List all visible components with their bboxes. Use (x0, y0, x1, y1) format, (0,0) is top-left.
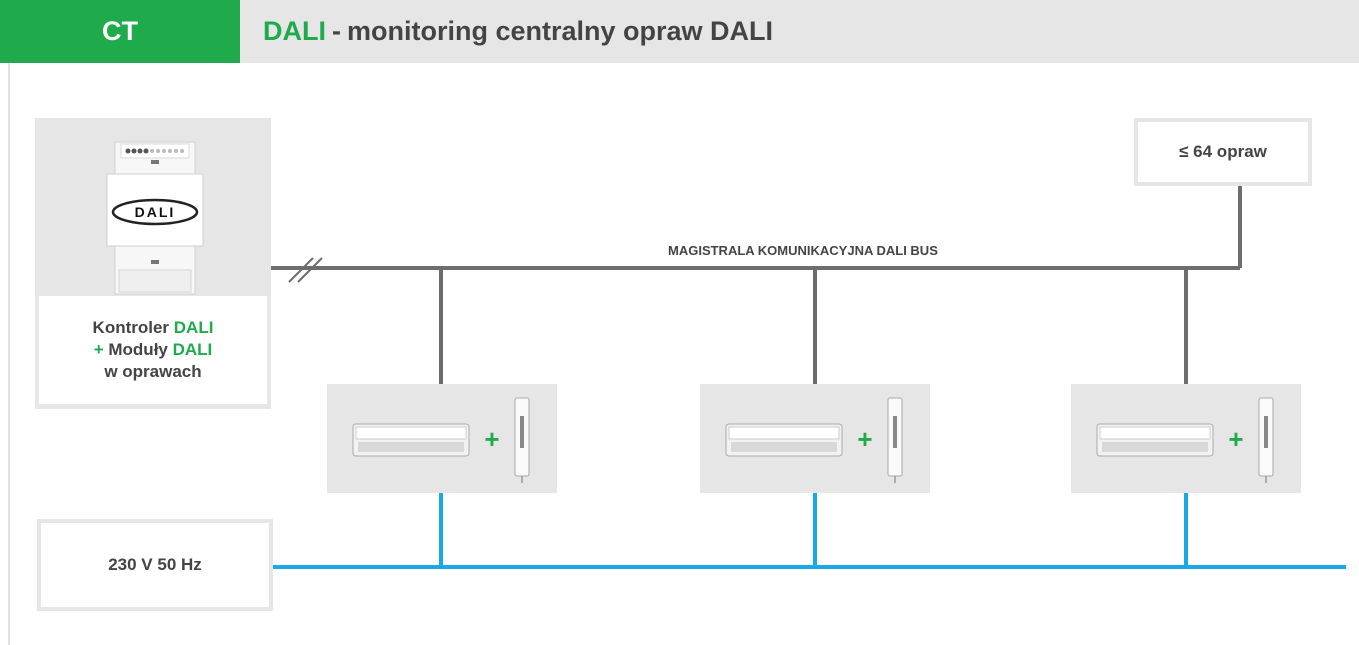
modules-label-accent: DALI (172, 340, 213, 359)
luminaire-panel: + (1071, 384, 1301, 493)
emergency-luminaire-icon (725, 423, 843, 457)
controller-label: Kontroler DALI + Moduły DALI w oprawach (39, 296, 267, 404)
modules-label-prefix: Moduły (108, 340, 168, 359)
luminaire-panel: + (327, 384, 557, 493)
luminaire-panel: + (700, 384, 930, 493)
title-separator: - (332, 16, 341, 46)
dali-module-icon (1258, 397, 1274, 483)
luminaire-count-box: ≤ 64 opraw (1134, 118, 1312, 186)
controller-label-prefix: Kontroler (92, 318, 170, 337)
controller-label-line1: Kontroler DALI (93, 317, 214, 339)
din-rail-controller-icon: DALI (106, 141, 204, 295)
title-text: monitoring centralny opraw DALI (347, 16, 774, 46)
bus-slash-2 (297, 257, 323, 283)
device-logo-text: DALI (135, 204, 176, 220)
plus-sign: + (93, 340, 104, 359)
dali-module-icon (514, 397, 530, 483)
controller-label-line3: w oprawach (104, 362, 202, 381)
power-supply-label: 230 V 50 Hz (108, 555, 202, 574)
plus-sign: + (857, 424, 873, 454)
controller-label-line2: + Moduły DALI (94, 339, 213, 361)
dali-controller-panel: DALI Kontroler DALI + Moduły DALI w opra… (35, 118, 271, 409)
controller-label-accent: DALI (173, 318, 214, 337)
bus-slash-1 (288, 257, 314, 283)
title-accent: DALI (263, 16, 326, 46)
left-rule (8, 63, 10, 645)
plus-sign: + (1228, 424, 1244, 454)
page-title: DALI - monitoring centralny opraw DALI (263, 0, 773, 63)
luminaire-count-label: ≤ 64 opraw (1179, 142, 1267, 161)
header-badge: CT (0, 0, 240, 63)
bus-label: MAGISTRALA KOMUNIKACYJNA DALI BUS (668, 243, 938, 258)
power-supply-box: 230 V 50 Hz (37, 519, 273, 611)
emergency-luminaire-icon (352, 423, 470, 457)
plus-sign: + (484, 424, 500, 454)
emergency-luminaire-icon (1096, 423, 1214, 457)
dali-module-icon (887, 397, 903, 483)
